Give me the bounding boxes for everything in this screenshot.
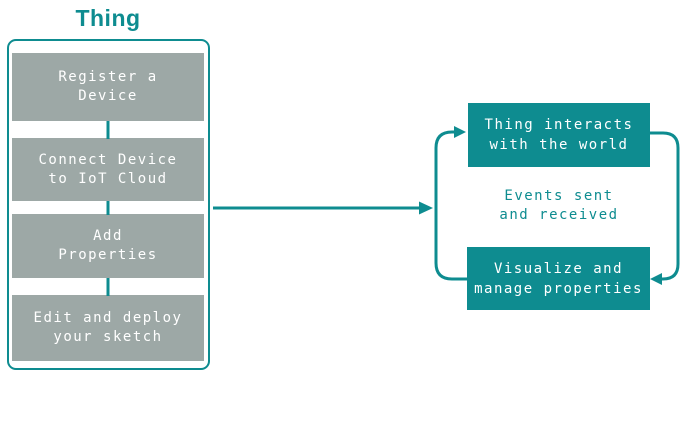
cycle-box-line: manage properties (474, 280, 643, 297)
cycle-box-visualize-properties: Visualize and manage properties (467, 247, 650, 310)
step-register-device: Register a Device (12, 53, 204, 121)
step-connect-device: Connect Device to IoT Cloud (12, 138, 204, 201)
cycle-right-arrow-head (650, 273, 662, 285)
cycle-left-arrow-head (454, 126, 466, 138)
cycle-left-arrow-line (434, 130, 467, 281)
step-add-properties: Add Properties (12, 214, 204, 278)
step-label-line: Register a (58, 69, 158, 85)
step-label-line: Properties (58, 247, 158, 263)
step-label-line: your sketch (53, 329, 163, 345)
cycle-box-line: with the world (489, 137, 629, 153)
thing-title: Thing (75, 5, 141, 31)
step-edit-deploy-sketch: Edit and deploy your sketch (12, 295, 204, 361)
step-label-line: Edit and deploy (33, 310, 183, 326)
step-label-line: Connect Device (38, 151, 178, 168)
cycle-right-arrow-line (649, 131, 680, 281)
step-label-line: to IoT Cloud (48, 170, 168, 187)
step-label-line: Device (78, 88, 138, 104)
cycle-label-line: Events sent (504, 188, 614, 204)
cycle-label-line: and received (499, 207, 619, 223)
cycle-box-line: Thing interacts (484, 117, 634, 133)
step-label-line: Add (93, 228, 123, 244)
cycle-box-line: Visualize and (493, 260, 624, 277)
cycle-box-thing-interacts: Thing interacts with the world (468, 103, 650, 167)
flow-arrow-head (419, 201, 433, 215)
cycle-label-events: Events sent and received (468, 187, 650, 225)
